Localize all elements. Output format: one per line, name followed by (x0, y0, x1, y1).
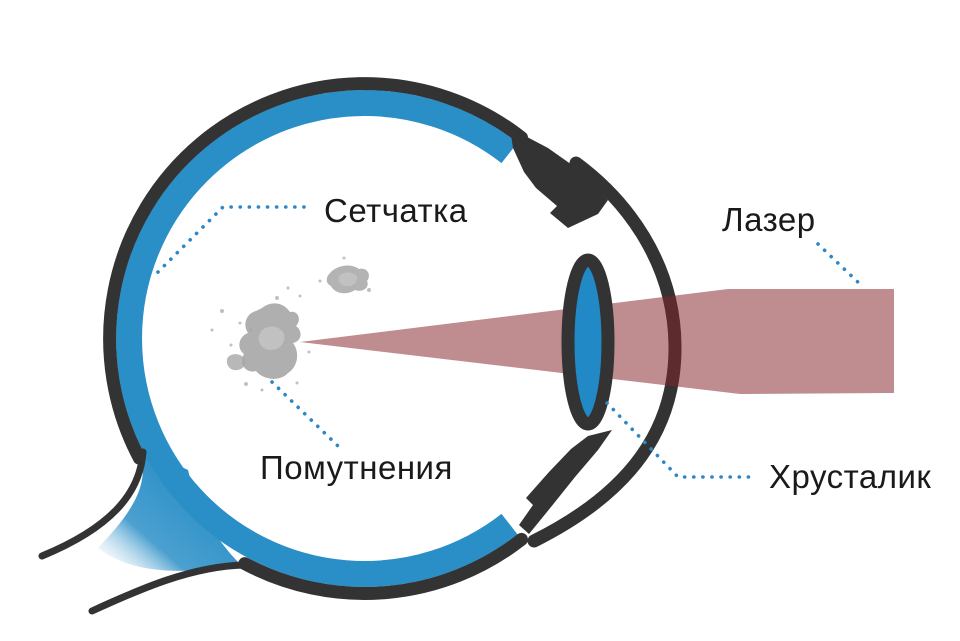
retina-leader-line (152, 205, 306, 278)
sclera-outline-main (103, 77, 528, 465)
floaters (210, 256, 371, 392)
leader-lines (152, 205, 864, 479)
lens-label: Хрусталик (769, 458, 932, 495)
floaters-leader-line (270, 380, 340, 448)
floaters-label: Помутнения (260, 449, 453, 486)
iris-lower (519, 430, 612, 534)
retina-label: Сетчатка (324, 192, 468, 229)
iris-upper (510, 128, 608, 228)
sclera-outline-lower (238, 532, 528, 600)
optic-nerve (38, 448, 249, 615)
laser-leader-line (816, 242, 864, 288)
floater-blob-main-highlight (258, 326, 285, 350)
floater-specks (210, 256, 371, 392)
laser-label: Лазер (722, 201, 816, 238)
floater-blob-small (226, 354, 246, 371)
lens (561, 253, 615, 431)
optic-nerve-funnel (98, 450, 242, 571)
floater-blob-upper-highlight (338, 272, 358, 287)
retina-layer (116, 90, 518, 587)
optic-nerve-sheath-upper (38, 448, 147, 560)
optic-nerve-sheath-lower (88, 561, 249, 615)
